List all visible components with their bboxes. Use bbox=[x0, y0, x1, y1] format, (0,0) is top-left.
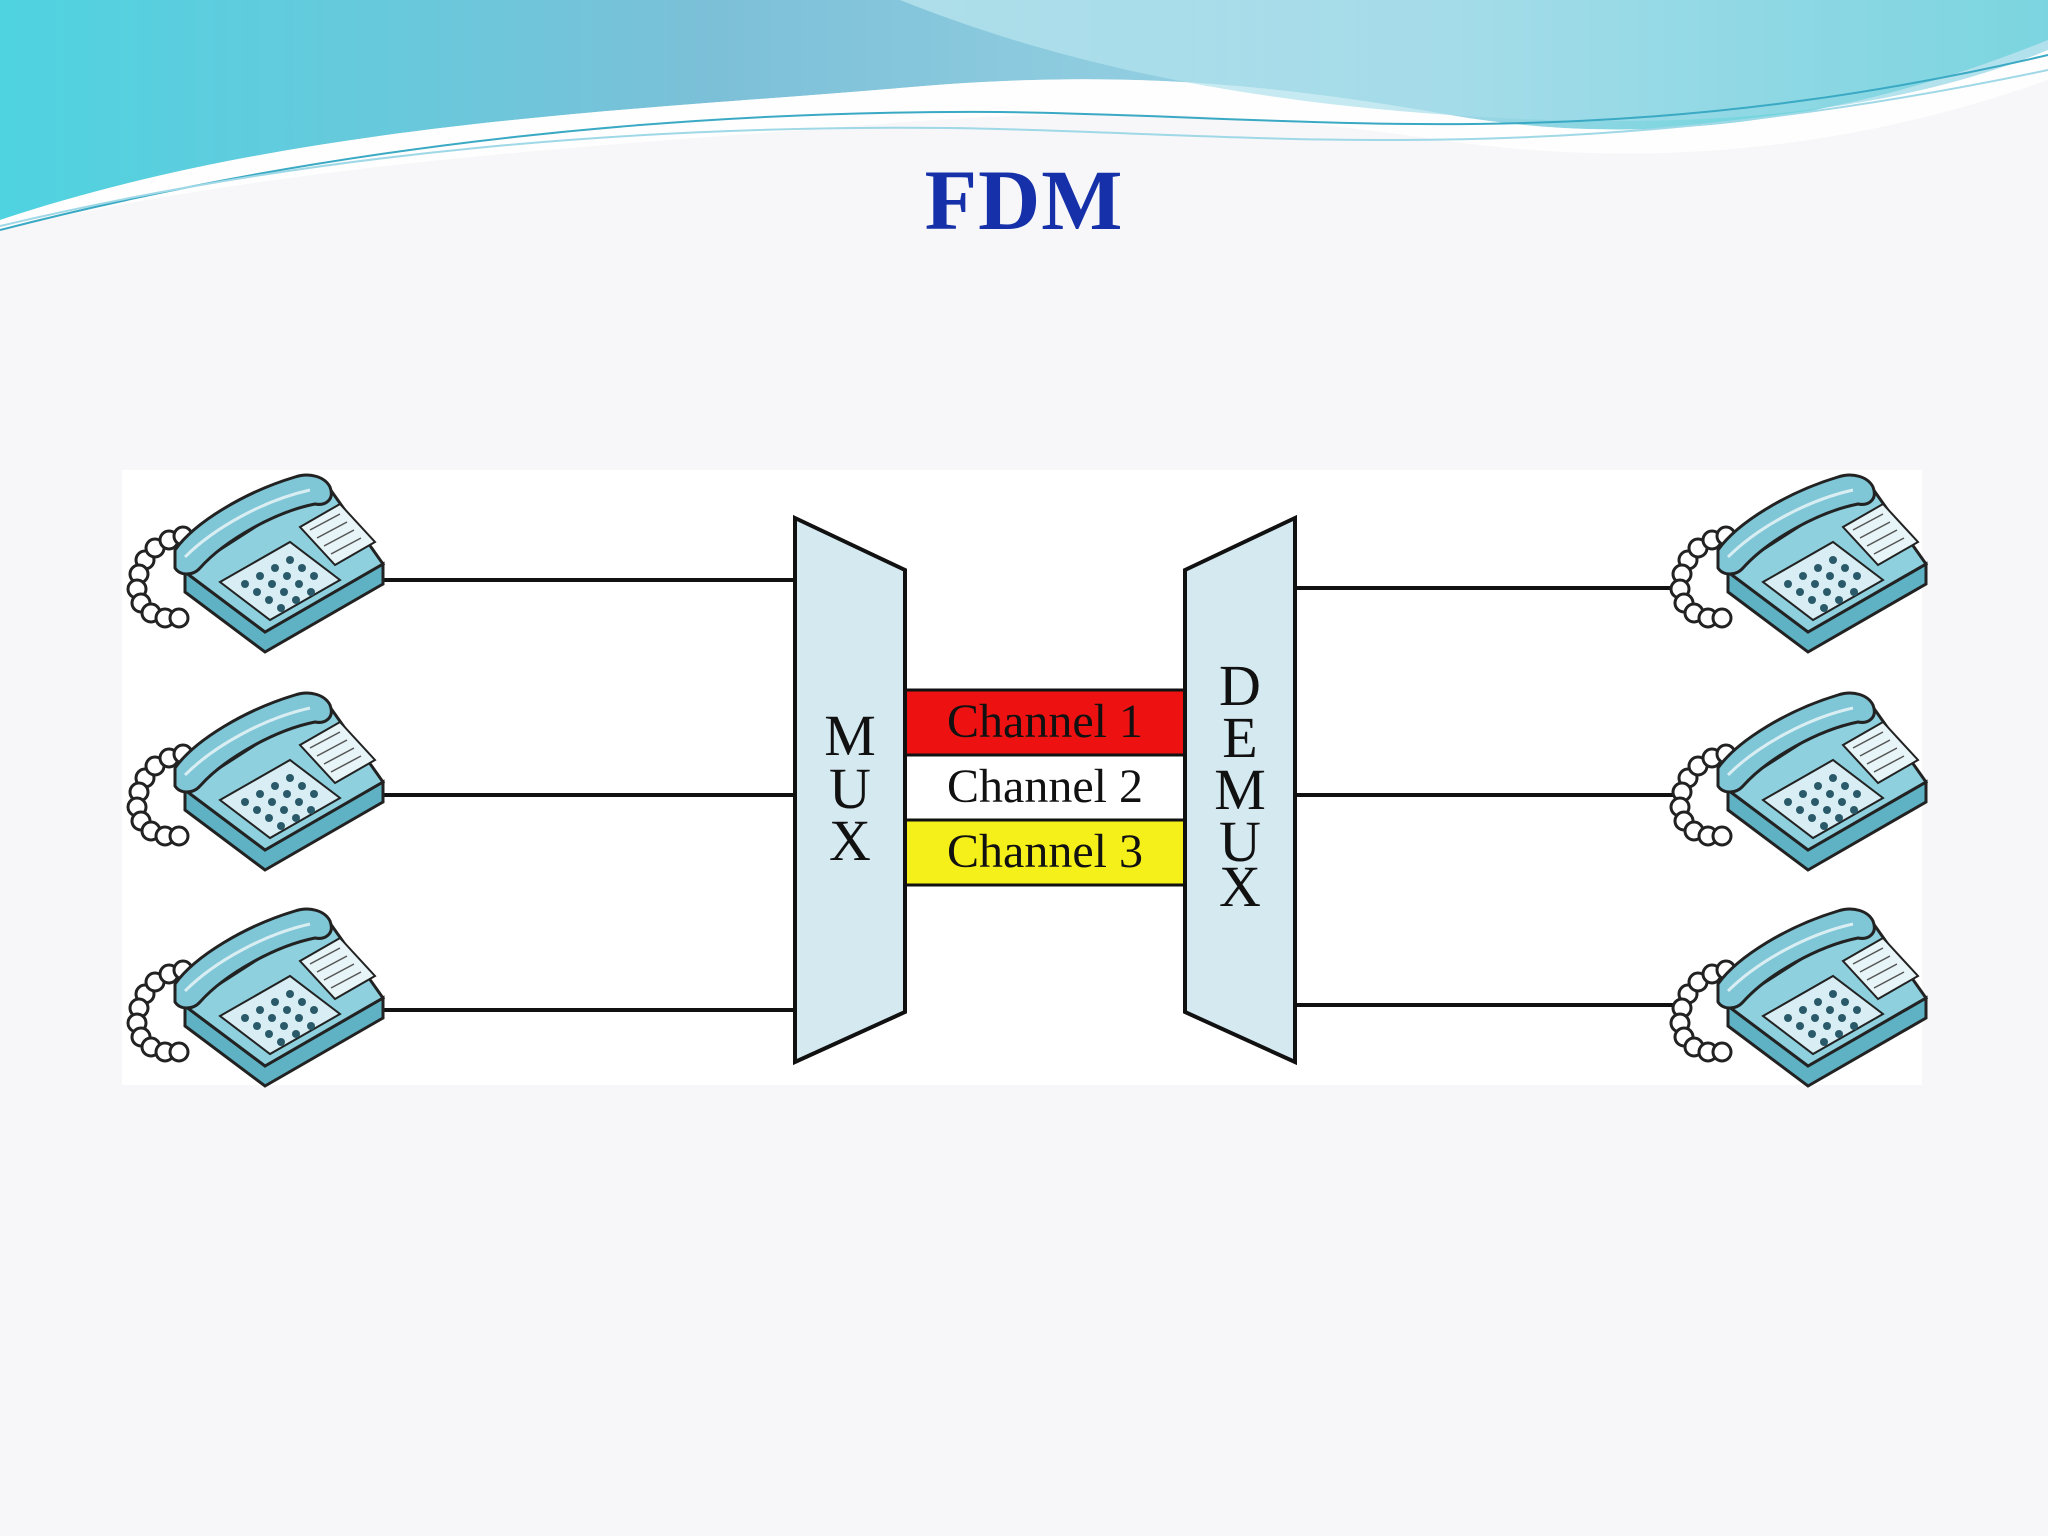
mux-block bbox=[793, 514, 907, 1066]
demux-letter: D bbox=[1219, 653, 1261, 718]
mux-letter: X bbox=[829, 808, 871, 873]
channel-2-label: Channel 2 bbox=[947, 760, 1143, 813]
demux-letter: X bbox=[1219, 854, 1261, 919]
demux-letter: E bbox=[1222, 705, 1257, 770]
mux-letter: M bbox=[824, 703, 876, 768]
demux-letter: U bbox=[1219, 809, 1261, 874]
slide-title: FDM bbox=[924, 152, 1124, 248]
demux-letter: M bbox=[1214, 757, 1266, 822]
channel-3-label: Channel 3 bbox=[947, 825, 1143, 878]
header-wave-banner bbox=[0, 0, 2048, 231]
demux-block bbox=[1183, 514, 1297, 1066]
channel-1-label: Channel 1 bbox=[947, 695, 1143, 748]
mux-letter: U bbox=[829, 756, 871, 821]
